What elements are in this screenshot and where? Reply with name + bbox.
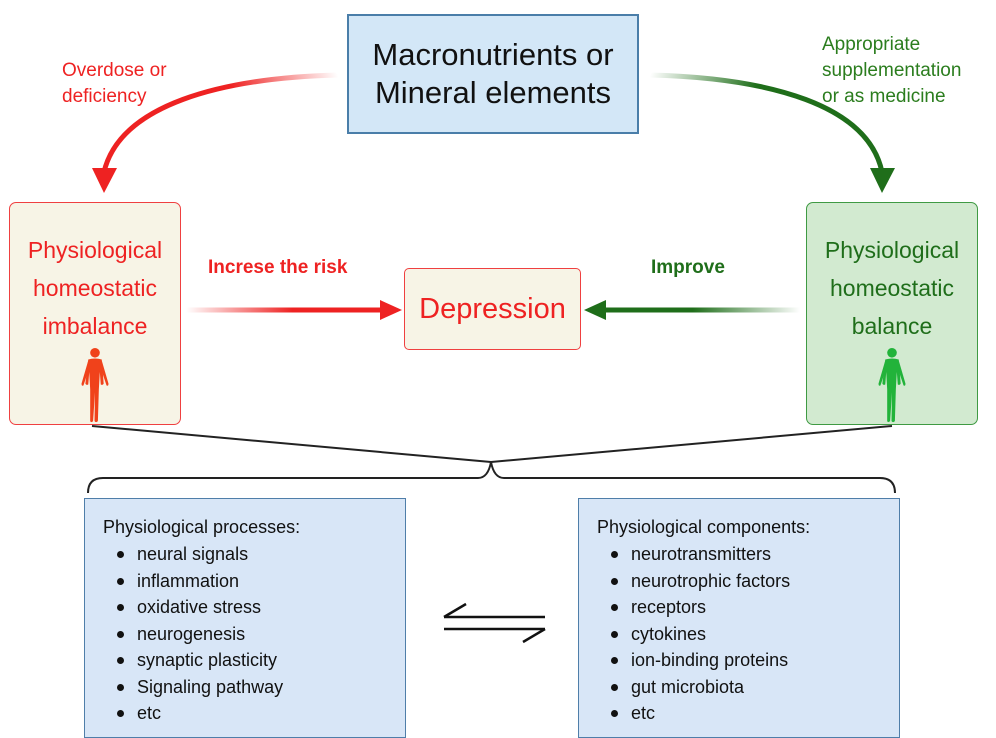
supplementation-label-line-1: Appropriate (822, 34, 921, 55)
supplementation-arrowhead (870, 168, 895, 193)
list-item: receptors (597, 594, 885, 621)
list-item: oxidative stress (103, 594, 391, 621)
overdose-label: Overdose or deficiency (62, 58, 167, 110)
list-item: neural signals (103, 541, 391, 568)
increase-risk-label: Increse the risk (208, 257, 348, 278)
left-converge-line (91, 425, 492, 463)
nutrients-line-1: Macronutrients or (372, 37, 614, 72)
curly-brace (87, 461, 896, 494)
balance-box: Physiological homeostatic balance (806, 202, 978, 425)
depression-label: Depression (419, 292, 566, 325)
imbalance-line-1: Physiological (27, 237, 163, 263)
components-box: Physiological components: neurotransmitt… (578, 498, 900, 738)
improve-label: Improve (651, 257, 725, 278)
list-item: ion-binding proteins (597, 647, 885, 674)
supplementation-label: Appropriate supplementation or as medici… (822, 32, 961, 110)
balance-line-2: homeostatic (829, 275, 954, 301)
balance-line-3: balance (851, 313, 933, 339)
supplementation-label-line-2: supplementation (822, 60, 962, 81)
processes-box: Physiological processes: neural signals … (84, 498, 406, 738)
right-converge-line (490, 425, 893, 463)
human-figure-red-icon (81, 347, 109, 423)
imbalance-line-2: homeostatic (32, 275, 157, 301)
improve-arrowhead (584, 300, 606, 320)
list-item: inflammation (103, 568, 391, 595)
nutrients-line-2: Mineral elements (374, 75, 612, 110)
depression-box: Depression (404, 268, 581, 350)
human-figure-green-icon (878, 347, 906, 423)
list-item: Signaling pathway (103, 674, 391, 701)
supplementation-label-line-3: or as medicine (822, 86, 946, 107)
overdose-curve-arrow (101, 72, 339, 173)
overdose-arrowhead (92, 168, 117, 193)
imbalance-box: Physiological homeostatic imbalance (9, 202, 181, 425)
supplementation-curve-arrow (649, 72, 885, 173)
imbalance-line-3: imbalance (42, 313, 148, 339)
nutrients-box: Macronutrients or Mineral elements (347, 14, 639, 134)
balance-line-1: Physiological (824, 237, 960, 263)
list-item: neurotransmitters (597, 541, 885, 568)
list-item: etc (103, 700, 391, 727)
equilibrium-arrows-icon (443, 602, 546, 644)
list-item: neurotrophic factors (597, 568, 885, 595)
list-item: synaptic plasticity (103, 647, 391, 674)
overdose-label-line-1: Overdose or (62, 60, 167, 81)
components-title: Physiological components: (597, 517, 811, 537)
list-item: neurogenesis (103, 621, 391, 648)
processes-list: neural signals inflammation oxidative st… (103, 541, 391, 727)
components-list: neurotransmitters neurotrophic factors r… (597, 541, 885, 727)
list-item: etc (597, 700, 885, 727)
risk-arrowhead (380, 300, 402, 320)
list-item: gut microbiota (597, 674, 885, 701)
overdose-label-line-2: deficiency (62, 86, 147, 107)
processes-title: Physiological processes: (103, 517, 301, 537)
list-item: cytokines (597, 621, 885, 648)
